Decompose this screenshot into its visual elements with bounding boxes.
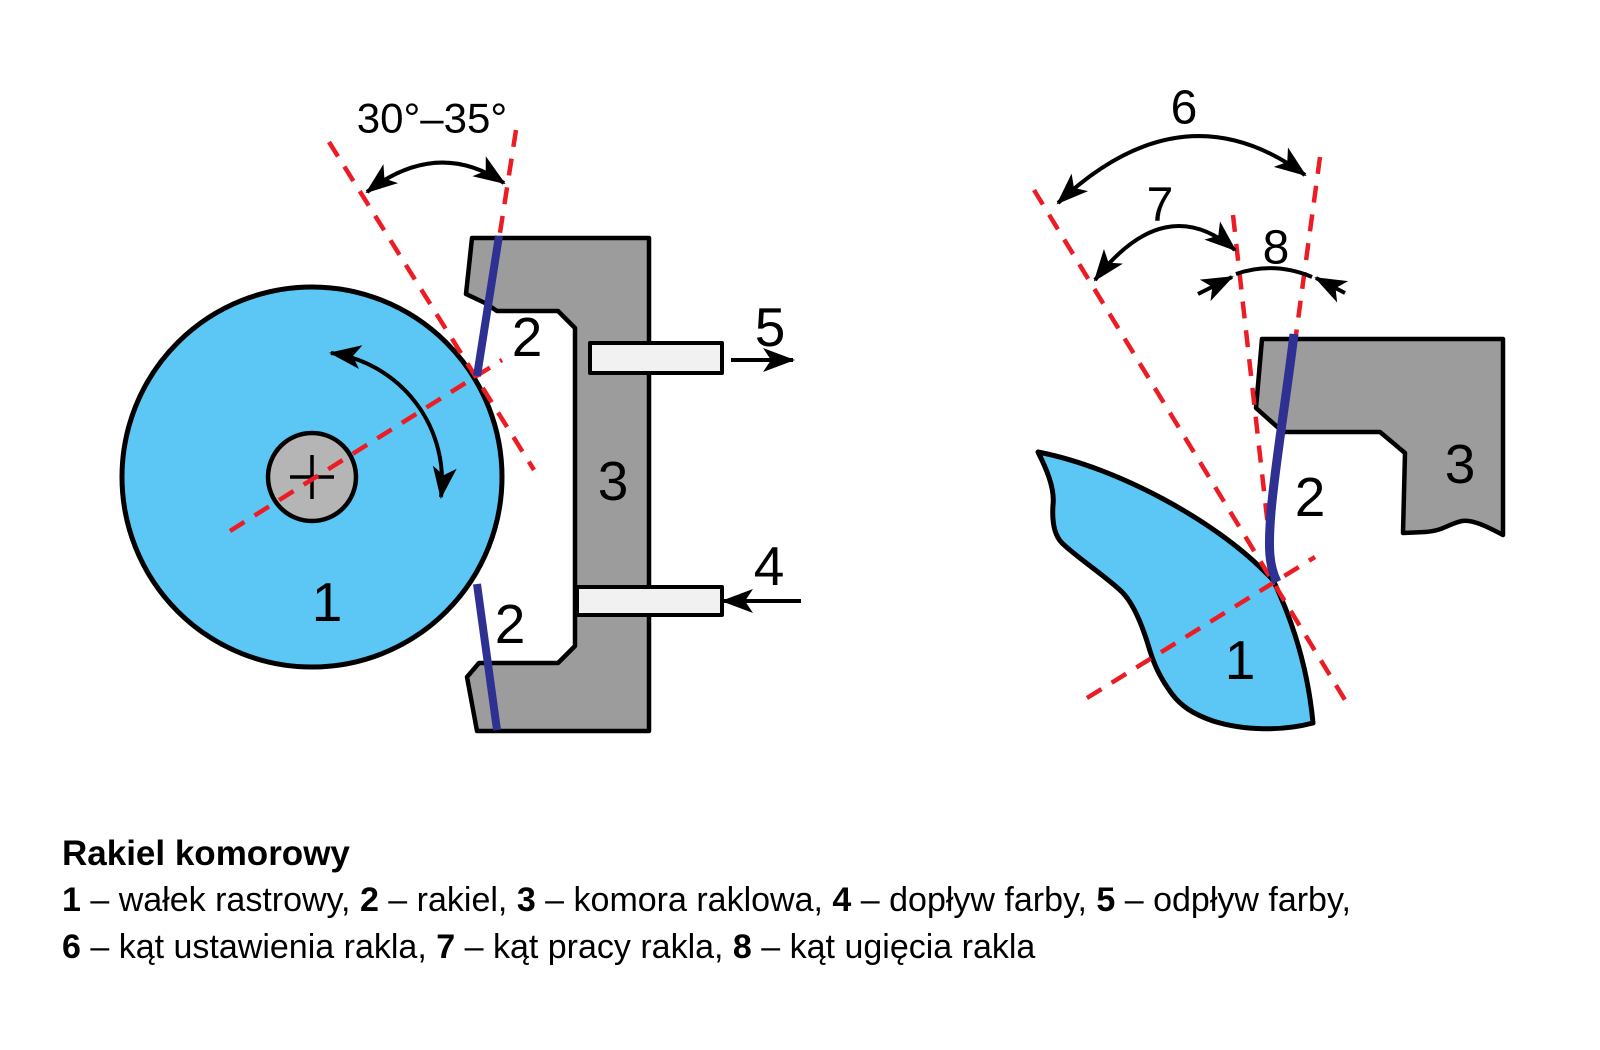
- ink-outflow-pipe: [588, 341, 724, 375]
- caption-line-1: 1 – wałek rastrowy, 2 – rakiel, 3 – komo…: [62, 877, 1572, 924]
- caption-segment: 7: [436, 928, 456, 966]
- caption-segment: – kąt pracy rakla,: [455, 928, 733, 966]
- label-chamber-3: 3: [1445, 433, 1476, 495]
- label-blade-top-2: 2: [512, 306, 543, 368]
- right-diagram: 1 2 3 6 7 8: [1032, 82, 1506, 732]
- label-chamber-3: 3: [598, 450, 629, 512]
- caption-segment: – wałek rastrowy,: [80, 881, 360, 919]
- left-diagram: 30°–35° 1 2 2 3 4 5: [119, 95, 801, 734]
- caption-line-2: 6 – kąt ustawienia rakla, 7 – kąt pracy …: [62, 924, 1572, 971]
- doctor-blade-top: [473, 235, 503, 377]
- label-roller-1: 1: [1225, 629, 1256, 691]
- setting-angle-arc-icon: [365, 156, 506, 194]
- angle-range-label: 30°–35°: [357, 95, 507, 142]
- caption-segment: 8: [732, 928, 752, 966]
- caption-segment: 4: [832, 881, 852, 919]
- caption-segment: 1: [62, 881, 81, 919]
- caption-title: Rakiel komorowy: [62, 834, 350, 873]
- diagram-svg: 30°–35° 1 2 2 3 4 5 1: [119, 82, 1506, 734]
- tangent-dashed-line: [327, 140, 536, 472]
- radius-dashed-line: [1085, 555, 1317, 700]
- caption-segment: – kąt ustawienia rakla,: [80, 928, 437, 966]
- label-outflow-5: 5: [755, 296, 786, 358]
- label-inflow-4: 4: [754, 535, 785, 597]
- caption-segment: – rakiel,: [378, 881, 517, 919]
- angle-8-left-arrow-icon: [1197, 275, 1234, 302]
- rotation-arrow-icon: [329, 345, 457, 499]
- angle-8-right-arrow-icon: [1314, 276, 1349, 303]
- caption: Rakiel komorowy 1 – wałek rastrowy, 2 – …: [62, 830, 1572, 971]
- label-roller-1: 1: [312, 571, 343, 633]
- doctor-blade-bottom: [473, 583, 501, 731]
- caption-segment: – odpływ farby,: [1115, 881, 1351, 919]
- caption-segment: – dopływ farby,: [851, 881, 1097, 919]
- caption-segment: 3: [516, 881, 536, 919]
- caption-segment: 2: [359, 881, 379, 919]
- roller-segment: [1035, 449, 1316, 732]
- caption-segment: – komora raklowa,: [535, 881, 833, 919]
- label-angle-7: 7: [1147, 179, 1174, 232]
- label-angle-8: 8: [1263, 222, 1290, 275]
- label-angle-6: 6: [1171, 82, 1198, 135]
- tangent-dashed-line: [1032, 188, 1347, 702]
- label-blade-2: 2: [1295, 466, 1326, 528]
- angle-7-arc-icon: [1093, 221, 1237, 282]
- ink-inflow-pipe: [575, 585, 724, 617]
- caption-segment: – kąt ugięcia rakla: [751, 928, 1036, 966]
- label-blade-bottom-2: 2: [495, 593, 526, 655]
- chamber-fragment: [1253, 336, 1506, 538]
- caption-segment: 6: [62, 928, 81, 966]
- angle-8-arc-icon: [1235, 266, 1313, 279]
- doctor-blade-bent: [1264, 333, 1299, 585]
- caption-segment: 5: [1096, 881, 1116, 919]
- angle-6-arc-icon: [1056, 134, 1307, 205]
